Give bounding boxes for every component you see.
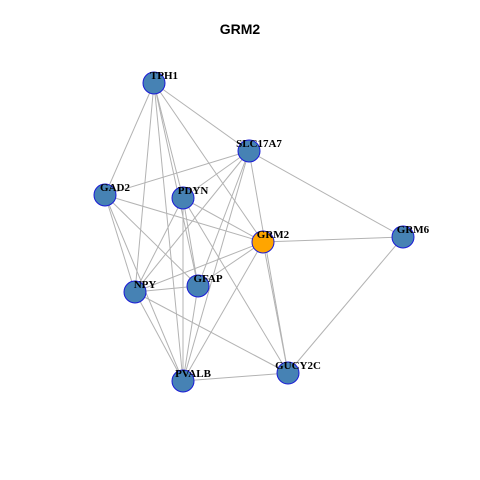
edge-npy-gucy2c	[134, 291, 289, 374]
edge-tph1-slc17a7	[153, 82, 250, 152]
edge-pvalb-gucy2c	[182, 372, 289, 382]
edge-slc17a7-npy	[134, 150, 250, 293]
node-pvalb: PVALB	[171, 368, 212, 393]
node-slc17a7: SLC17A7	[236, 138, 282, 163]
node-tph1: TPH1	[142, 70, 178, 95]
chart-title: GRM2	[219, 21, 261, 37]
node-circle-slc17a7	[237, 139, 261, 163]
edge-npy-pvalb	[134, 291, 184, 382]
edge-tph1-pdyn	[153, 82, 184, 199]
node-circle-gfap	[186, 274, 210, 298]
edge-slc17a7-grm6	[248, 150, 404, 238]
edge-grm2-grm6	[262, 236, 404, 243]
edge-tph1-gfap	[153, 82, 199, 287]
node-label-grm6: GRM6	[397, 224, 430, 236]
node-pdyn: PDYN	[171, 185, 209, 210]
edge-pdyn-gucy2c	[182, 197, 289, 374]
node-gucy2c: GUCY2C	[275, 360, 321, 385]
node-label-pdyn: PDYN	[178, 185, 209, 197]
edge-gad2-grm2	[104, 194, 264, 243]
edge-pdyn-grm2	[182, 197, 264, 243]
node-circle-grm6	[391, 225, 415, 249]
node-circle-gucy2c	[276, 361, 300, 385]
edge-grm2-gfap	[197, 241, 264, 287]
node-circle-grm2	[251, 230, 275, 254]
node-npy: NPY	[123, 279, 157, 304]
edge-slc17a7-gfap	[197, 150, 250, 287]
node-circle-pvalb	[171, 369, 195, 393]
node-grm2: GRM2	[251, 229, 290, 254]
node-label-gad2: GAD2	[100, 182, 130, 194]
node-gad2: GAD2	[93, 182, 130, 207]
edge-tph1-grm2	[153, 82, 264, 243]
edges-layer	[104, 82, 404, 382]
edge-tph1-pvalb	[153, 82, 184, 382]
node-grm6: GRM6	[391, 224, 430, 249]
node-label-gfap: GFAP	[193, 273, 222, 285]
edge-grm2-npy	[134, 241, 264, 293]
node-circle-gad2	[93, 183, 117, 207]
node-circle-pdyn	[171, 186, 195, 210]
node-gfap: GFAP	[186, 273, 223, 298]
edge-slc17a7-pvalb	[182, 150, 250, 382]
edge-pdyn-gfap	[182, 197, 199, 287]
edge-pdyn-npy	[134, 197, 184, 293]
node-label-pvalb: PVALB	[175, 368, 212, 380]
edge-tph1-npy	[134, 82, 155, 293]
node-circle-npy	[123, 280, 147, 304]
edge-slc17a7-gucy2c	[248, 150, 289, 374]
edge-slc17a7-gad2	[104, 150, 250, 196]
node-label-grm2: GRM2	[257, 229, 290, 241]
edge-slc17a7-pdyn	[182, 150, 250, 199]
edge-grm2-gucy2c	[262, 241, 289, 374]
node-label-npy: NPY	[134, 279, 157, 291]
node-label-tph1: TPH1	[150, 70, 178, 82]
edge-gfap-pvalb	[182, 285, 199, 382]
edge-tph1-gad2	[104, 82, 155, 196]
edge-grm6-gucy2c	[287, 236, 404, 374]
node-label-gucy2c: GUCY2C	[275, 360, 321, 372]
node-label-slc17a7: SLC17A7	[236, 138, 282, 150]
node-circle-tph1	[142, 71, 166, 95]
edge-grm2-pvalb	[182, 241, 264, 382]
edge-gad2-npy	[104, 194, 136, 293]
